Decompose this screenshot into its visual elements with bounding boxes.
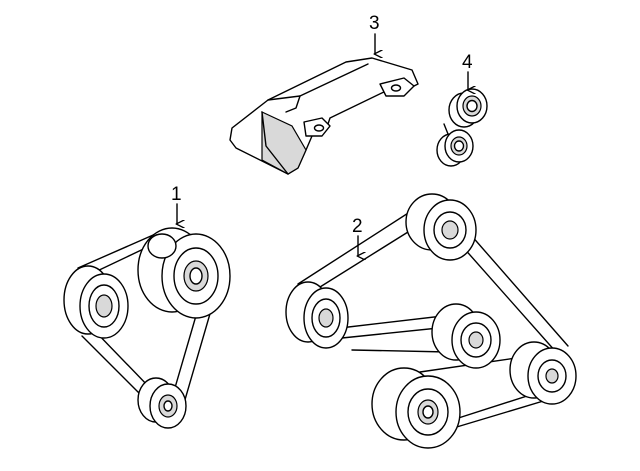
pulley-caps-part[interactable] bbox=[436, 88, 488, 167]
belt-1-bottom-pulley bbox=[137, 377, 187, 429]
belt-2-left-pulley bbox=[285, 281, 349, 349]
callout-1: 1 bbox=[171, 184, 182, 224]
callout-2: 2 bbox=[352, 216, 363, 256]
belt-1-part[interactable] bbox=[63, 227, 231, 429]
belt-cover-part[interactable] bbox=[229, 57, 419, 175]
pulley-cap-upper bbox=[448, 88, 488, 128]
belt-2-bottom-pulley bbox=[371, 367, 461, 449]
callout-4: 4 bbox=[462, 52, 473, 90]
callout-3: 3 bbox=[369, 13, 380, 54]
belt-2-middle-pulley bbox=[431, 303, 501, 369]
belt-1-idler bbox=[147, 233, 177, 259]
callout-4-label: 4 bbox=[462, 52, 473, 73]
callout-3-label: 3 bbox=[369, 13, 380, 34]
belt-2-top-pulley bbox=[405, 193, 477, 261]
pulley-cap-lower bbox=[436, 129, 474, 167]
callout-2-label: 2 bbox=[352, 216, 363, 237]
belt-2-right-pulley bbox=[509, 341, 577, 405]
callout-1-label: 1 bbox=[171, 184, 182, 205]
belt-1-left-pulley bbox=[63, 265, 129, 339]
belt-2-part[interactable] bbox=[285, 193, 577, 449]
